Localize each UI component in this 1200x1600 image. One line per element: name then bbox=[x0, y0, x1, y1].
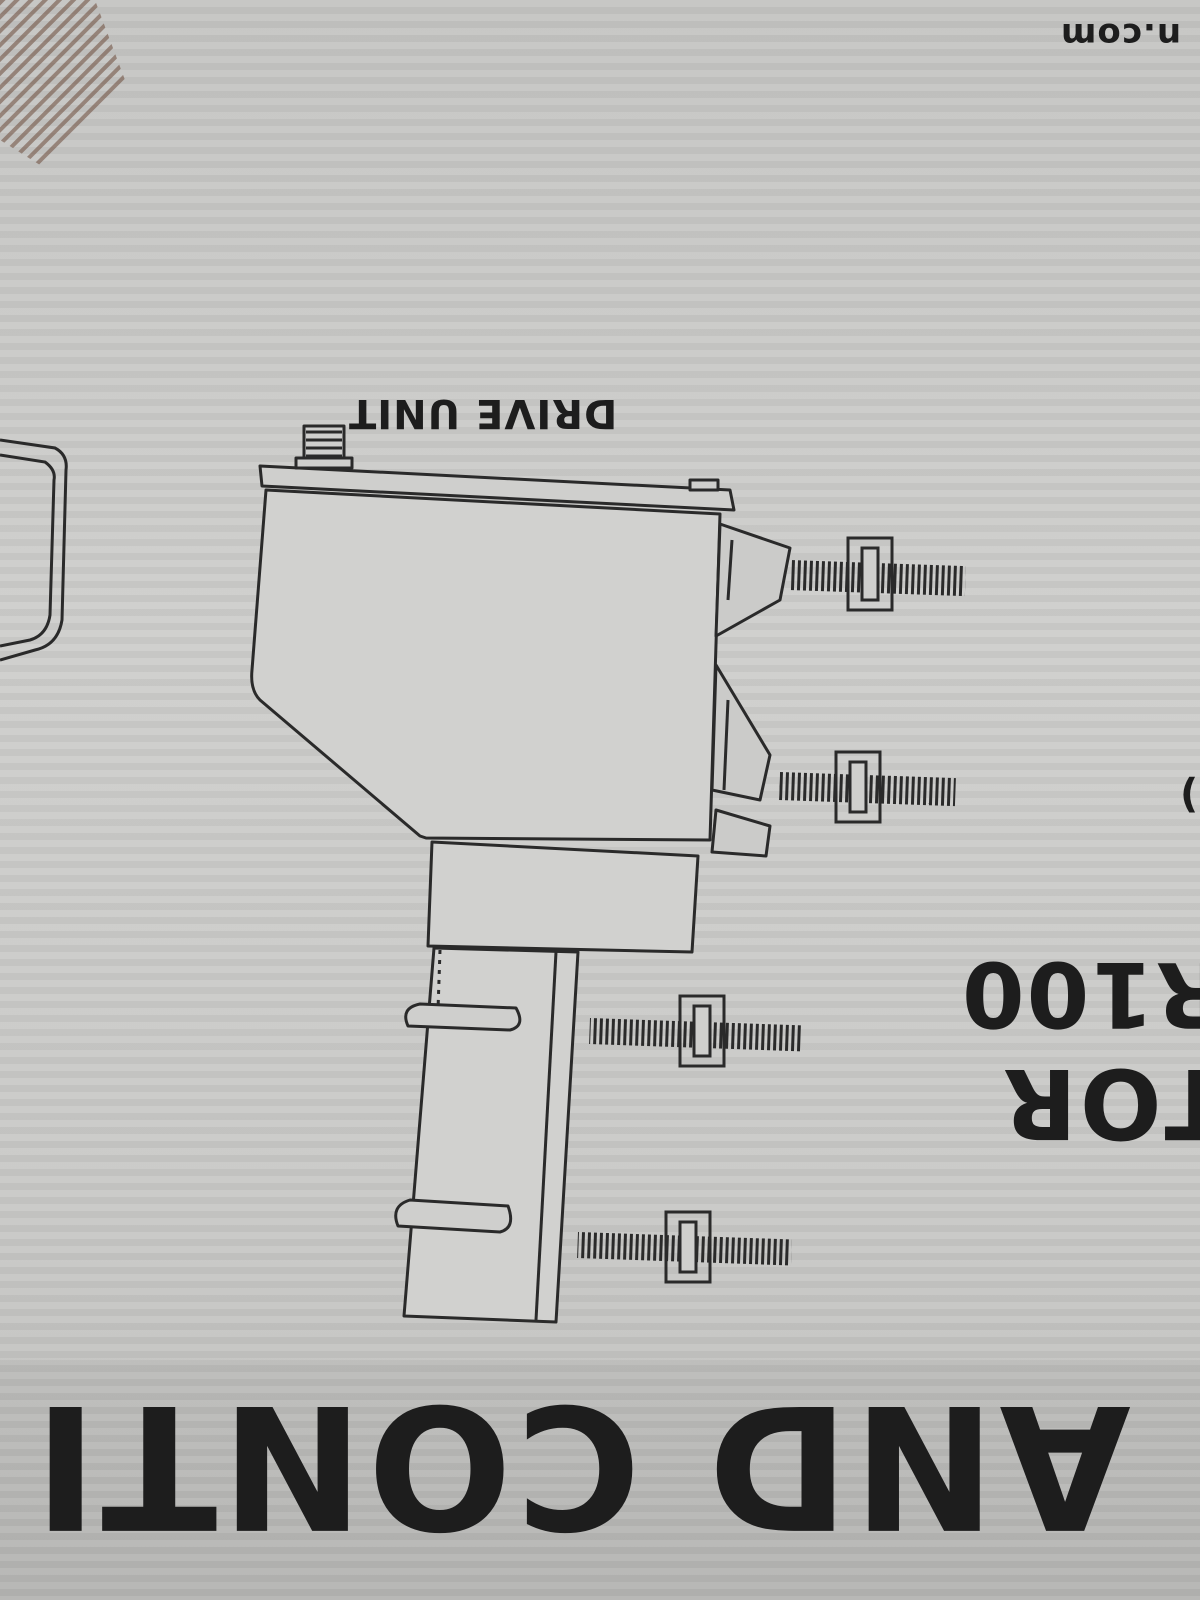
threaded-rod-3 bbox=[589, 994, 802, 1068]
product-word-text: TOR bbox=[1000, 1047, 1200, 1159]
torn-corner bbox=[0, 0, 125, 165]
threaded-rod-1 bbox=[788, 536, 966, 612]
paren-fragment-text: ) bbox=[1180, 772, 1199, 818]
threaded-rod-2 bbox=[779, 750, 956, 824]
drive-unit-housing bbox=[250, 424, 792, 1324]
model-number-text: R100 bbox=[960, 941, 1200, 1046]
left-partial-object bbox=[0, 438, 68, 662]
threaded-rod-4 bbox=[577, 1210, 792, 1284]
headline-text: OR AND CONTI bbox=[30, 1366, 1200, 1564]
bottom-shadow bbox=[0, 1360, 1200, 1600]
drive-unit-label: DRIVE UNIT bbox=[348, 390, 618, 436]
url-fragment-text: n.com bbox=[1060, 15, 1182, 55]
